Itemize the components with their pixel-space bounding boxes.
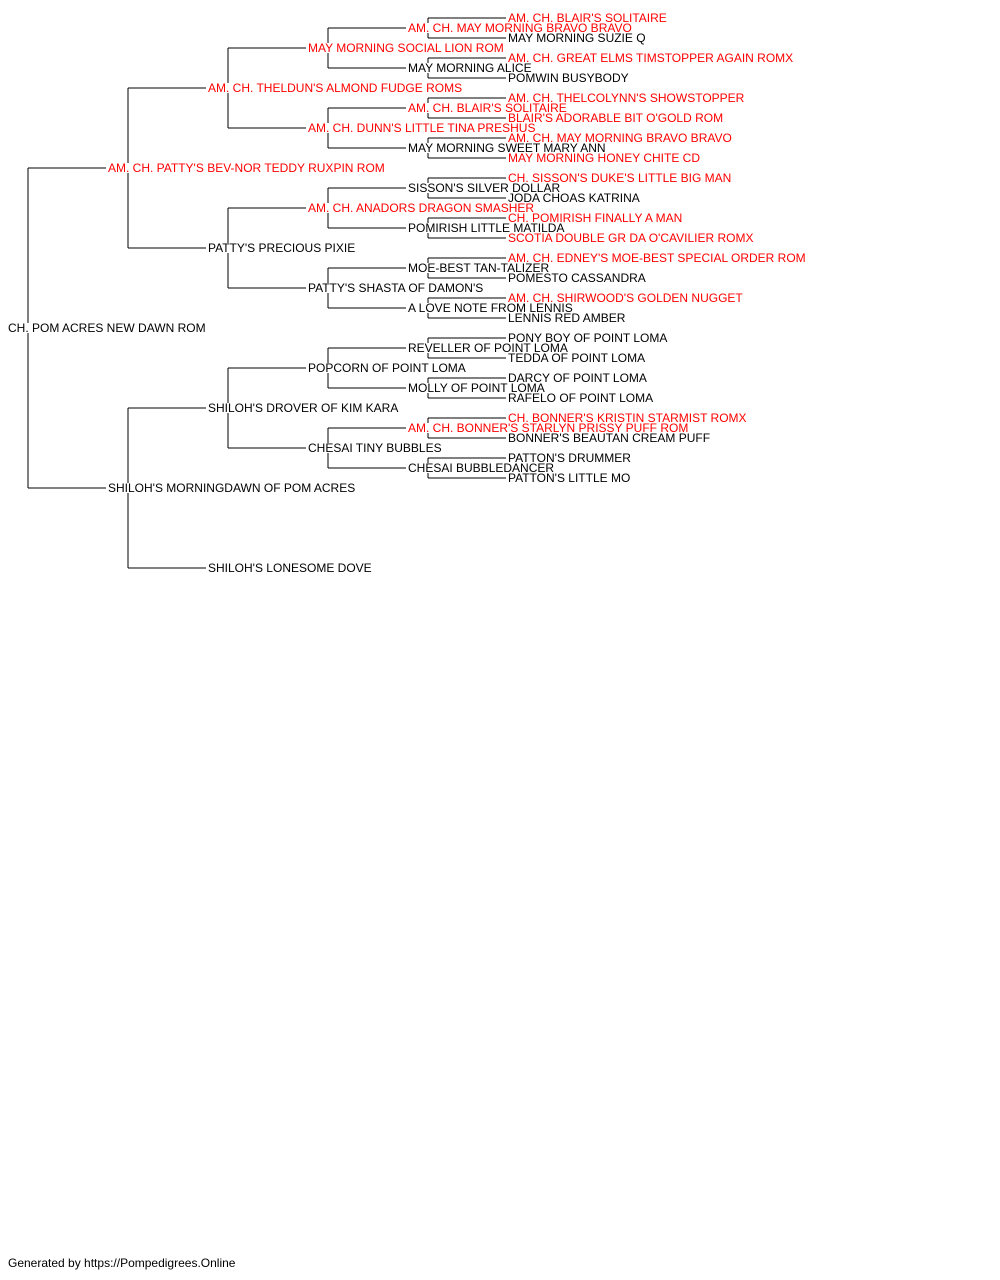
dog-name-dam-gen5: SCOTIA DOUBLE GR DA O'CAVILIER ROMX [508,231,753,245]
dog-name-dam-gen2: SHILOH'S LONESOME DOVE [208,561,372,575]
dog-name-dam-gen5: BONNER'S BEAUTAN CREAM PUFF [508,431,710,445]
dog-name-sire-gen4: REVELLER OF POINT LOMA [408,341,568,355]
dog-name-dam-gen4: MOLLY OF POINT LOMA [408,381,545,395]
dog-name-sire-gen4: AM. CH. BLAIR'S SOLITAIRE [408,101,567,115]
dog-name-sire-gen5: AM. CH. MAY MORNING BRAVO BRAVO [508,131,732,145]
dog-name-dam-gen5: BLAIR'S ADORABLE BIT O'GOLD ROM [508,111,723,125]
dog-name-dam-gen2: PATTY'S PRECIOUS PIXIE [208,241,355,255]
dog-name-dam-gen5: RAFELO OF POINT LOMA [508,391,653,405]
dog-name-dam-gen5: TEDDA OF POINT LOMA [508,351,645,365]
dog-name-dam-gen4: MAY MORNING SWEET MARY ANN [408,141,606,155]
dog-name-sire-gen5: AM. CH. SHIRWOOD'S GOLDEN NUGGET [508,291,743,305]
dog-name-sire-gen4: AM. CH. MAY MORNING BRAVO BRAVO [408,21,632,35]
dog-name-sire-gen5: AM. CH. BLAIR'S SOLITAIRE [508,11,667,25]
dog-name-dam-gen3: AM. CH. DUNN'S LITTLE TINA PRESHUS [308,121,535,135]
dog-name-sire-gen5: CH. POMIRISH FINALLY A MAN [508,211,682,225]
dog-name-dam-gen1: SHILOH'S MORNINGDAWN OF POM ACRES [108,481,355,495]
dog-name-sire-gen5: PATTON'S DRUMMER [508,451,631,465]
dog-name-sire-gen4: AM. CH. BONNER'S STARLYN PRISSY PUFF ROM [408,421,688,435]
dog-name-sire-gen4: MOE-BEST TAN-TALIZER [408,261,549,275]
dog-name-sire-gen5: AM. CH. THELCOLYNN'S SHOWSTOPPER [508,91,745,105]
dog-name-dam-gen4: MAY MORNING ALICE [408,61,532,75]
dog-name-dam-gen5: JODA CHOAS KATRINA [508,191,640,205]
dog-name-sire-gen5: AM. CH. EDNEY'S MOE-BEST SPECIAL ORDER R… [508,251,806,265]
dog-name-subject-gen0: CH. POM ACRES NEW DAWN ROM [8,321,206,335]
dog-name-dam-gen4: A LOVE NOTE FROM LENNIS [408,301,573,315]
dog-name-sire-gen2: SHILOH'S DROVER OF KIM KARA [208,401,398,415]
dog-name-dam-gen4: POMIRISH LITTLE MATILDA [408,221,564,235]
dog-name-sire-gen2: AM. CH. THELDUN'S ALMOND FUDGE ROMS [208,81,462,95]
dog-name-sire-gen3: POPCORN OF POINT LOMA [308,361,466,375]
dog-name-sire-gen3: AM. CH. ANADORS DRAGON SMASHER [308,201,534,215]
dog-name-dam-gen5: LENNIS RED AMBER [508,311,626,325]
dog-name-dam-gen5: POMESTO CASSANDRA [508,271,646,285]
dog-name-dam-gen5: MAY MORNING HONEY CHITE CD [508,151,700,165]
dog-name-sire-gen5: PONY BOY OF POINT LOMA [508,331,667,345]
dog-name-sire-gen5: CH. BONNER'S KRISTIN STARMIST ROMX [508,411,747,425]
dog-name-sire-gen5: CH. SISSON'S DUKE'S LITTLE BIG MAN [508,171,731,185]
dog-name-dam-gen3: PATTY'S SHASTA OF DAMON'S [308,281,483,295]
dog-name-sire-gen4: SISSON'S SILVER DOLLAR [408,181,560,195]
dog-name-sire-gen5: AM. CH. GREAT ELMS TIMSTOPPER AGAIN ROMX [508,51,793,65]
dog-name-sire-gen1: AM. CH. PATTY'S BEV-NOR TEDDY RUXPIN ROM [108,161,385,175]
dog-name-dam-gen3: CHESAI TINY BUBBLES [308,441,442,455]
dog-name-dam-gen5: PATTON'S LITTLE MO [508,471,630,485]
dog-name-sire-gen5: DARCY OF POINT LOMA [508,371,647,385]
dog-name-dam-gen4: CHESAI BUBBLEDANCER [408,461,554,475]
dog-name-dam-gen5: POMWIN BUSYBODY [508,71,629,85]
dog-name-sire-gen3: MAY MORNING SOCIAL LION ROM [308,41,504,55]
dog-name-dam-gen5: MAY MORNING SUZIE Q [508,31,646,45]
footer-credit: Generated by https://Pompedigrees.Online [8,1256,236,1270]
